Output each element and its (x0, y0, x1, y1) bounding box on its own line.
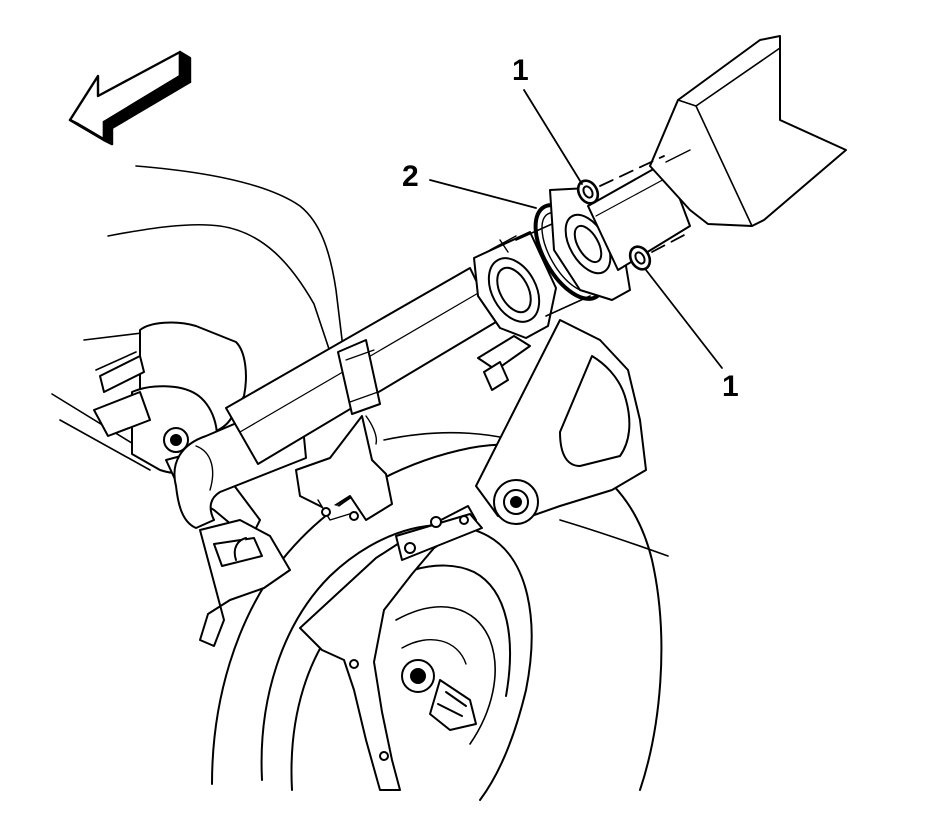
installation-dash-lines (599, 155, 691, 253)
muffler-assembly (587, 35, 847, 271)
callout-label-gasket: 2 (402, 160, 419, 193)
flange-nut-lower (628, 245, 652, 271)
axle-assembly (93, 321, 291, 647)
arrow-left-3d-icon (68, 50, 192, 146)
callout-leaders (429, 89, 723, 369)
trailing-arm (475, 319, 647, 525)
flange-nut-upper (576, 179, 600, 205)
callout-label-nut-lower: 1 (722, 370, 739, 403)
callout-label-nut-upper: 1 (512, 54, 529, 87)
exhaust-intermediate-pipe (225, 267, 531, 521)
suspension-knuckle (299, 505, 483, 791)
front-flange (473, 215, 591, 339)
